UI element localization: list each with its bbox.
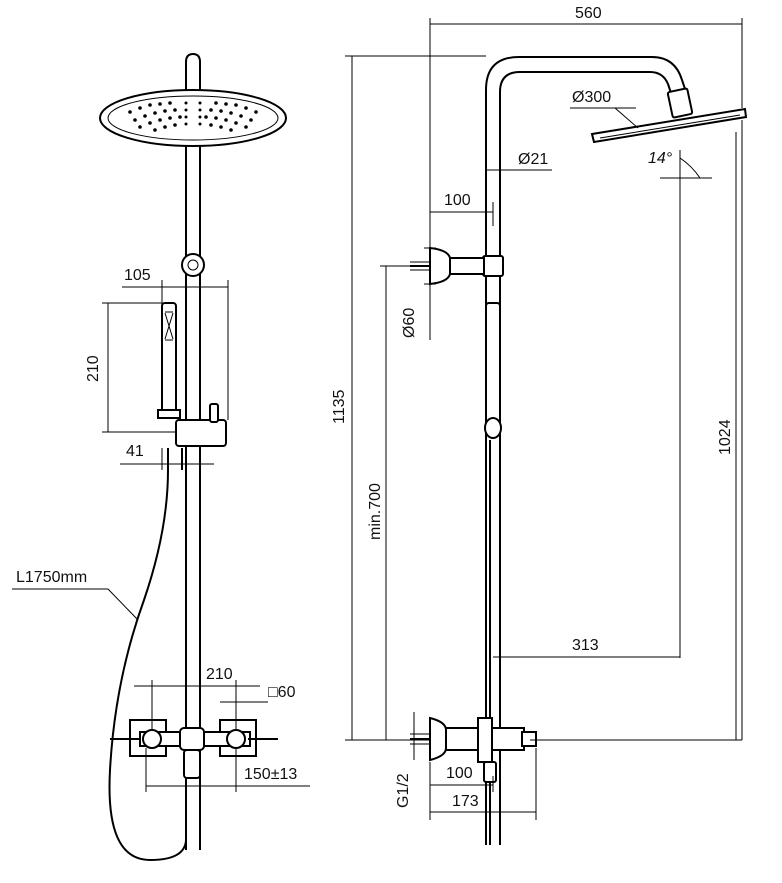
dim-dia-300: Ø300 [570, 89, 639, 129]
dim-100-bottom-label: 100 [446, 765, 473, 782]
dim-105: 105 [122, 267, 229, 420]
wall-bracket-side [410, 246, 504, 286]
dim-100-top-label: 100 [444, 192, 471, 209]
dim-150: 150±13 [145, 748, 310, 792]
dim-g-half-label: G1/2 [395, 773, 412, 808]
front-view: 105 210 41 L1750mm 210 [12, 52, 310, 862]
dim-560-label: 560 [575, 5, 602, 22]
dim-dia-21: Ø21 [486, 151, 552, 171]
dim-square-60: □60 [220, 684, 296, 703]
side-view: 560 Ø300 Ø21 14° 100 Ø60 [331, 5, 748, 845]
dim-hose-label: L1750mm [16, 569, 87, 586]
dim-173: 173 [430, 748, 537, 820]
nozzle-pattern [128, 101, 258, 132]
dim-min-700: min.700 [367, 266, 387, 740]
dim-210-mixer: 210 [134, 666, 260, 730]
shower-head-front [99, 89, 287, 147]
hose [108, 448, 187, 862]
dim-313-label: 313 [572, 637, 599, 654]
dim-41: 41 [120, 443, 214, 470]
dim-100-top: 100 [430, 192, 494, 226]
dim-1024: 1024 [717, 132, 737, 740]
dim-min-700-label: min.700 [367, 483, 384, 540]
dim-210-hand-label: 210 [85, 355, 102, 382]
dim-173-label: 173 [452, 793, 479, 810]
dim-313: 313 [493, 637, 680, 658]
riser-pipe [485, 56, 687, 845]
dim-105-label: 105 [124, 267, 151, 284]
shower-head-side [590, 107, 748, 144]
mixer-side [410, 716, 537, 783]
dim-dia-60: Ø60 [401, 236, 436, 340]
dim-210-hand: 210 [85, 302, 176, 433]
dim-angle-14: 14° [648, 150, 712, 179]
dim-1135: 1135 [331, 56, 353, 740]
dim-100-bottom: 100 [429, 762, 494, 820]
dim-dia-21-label: Ø21 [518, 151, 548, 168]
dim-560: 560 [430, 5, 742, 25]
dim-150-label: 150±13 [244, 766, 297, 783]
dim-square-60-label: □60 [268, 684, 296, 701]
dim-210-mixer-label: 210 [206, 666, 233, 683]
slider-holder [175, 403, 227, 447]
dim-dia-60-label: Ø60 [401, 308, 418, 338]
dim-41-label: 41 [126, 443, 144, 460]
dim-dia-300-label: Ø300 [572, 89, 611, 106]
dim-g-half: G1/2 [395, 712, 415, 808]
wall-bracket-front [181, 253, 205, 277]
dim-hose: L1750mm [12, 569, 139, 621]
dim-1024-label: 1024 [717, 419, 734, 455]
dim-angle-14-label: 14° [648, 150, 673, 167]
dim-1135-label: 1135 [331, 389, 348, 424]
hand-shower-front [157, 302, 181, 419]
